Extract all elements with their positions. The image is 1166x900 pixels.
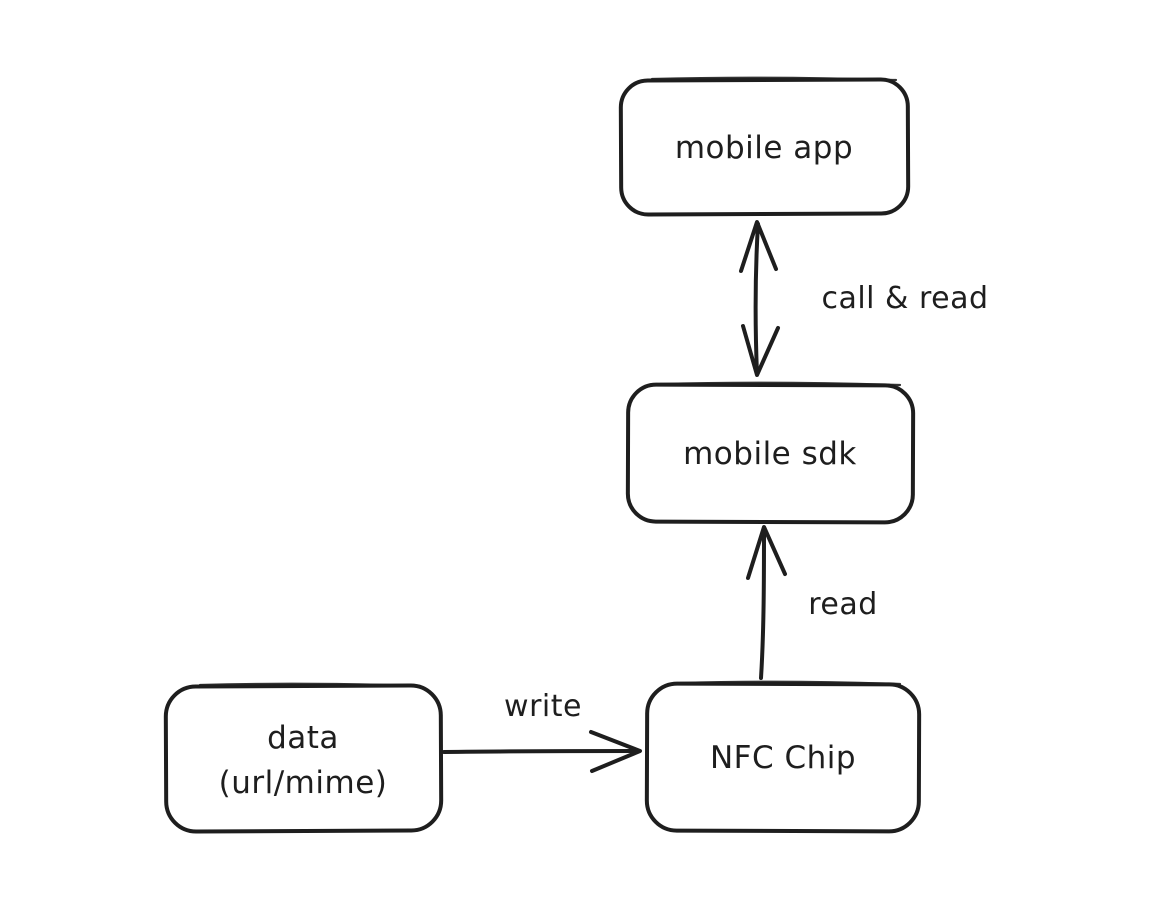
node-nfc-chip: NFC Chip — [644, 680, 922, 834]
edge-write-arrowhead — [589, 730, 642, 773]
node-nfc-chip-box — [644, 681, 922, 834]
edge-call-read: call & read — [739, 220, 988, 377]
edge-write-line — [442, 749, 638, 754]
node-mobile-app-box-echo — [650, 76, 898, 82]
node-data-box — [163, 683, 444, 834]
node-mobile-app-label: mobile app — [675, 130, 853, 166]
edge-call-read-arrowhead-top — [739, 220, 778, 273]
edge-write-label: write — [504, 689, 582, 724]
node-data: data (url/mime) — [163, 682, 444, 834]
edge-read: read — [746, 525, 878, 680]
node-data-box-echo — [198, 682, 422, 688]
node-data-label-line1: data — [267, 720, 339, 756]
edge-call-read-line — [753, 222, 760, 376]
edge-call-read-label: call & read — [821, 281, 988, 316]
node-mobile-sdk-label: mobile sdk — [683, 436, 857, 472]
node-nfc-chip-box-echo — [678, 680, 902, 686]
edge-read-line — [759, 527, 766, 680]
node-mobile-sdk-box-echo — [658, 381, 902, 387]
edge-read-arrowhead — [746, 525, 787, 580]
node-mobile-app-box — [618, 77, 911, 217]
node-data-label-line2: (url/mime) — [219, 765, 388, 801]
edge-call-read-arrowhead-bottom — [741, 324, 780, 377]
edge-write: write — [442, 689, 642, 773]
edge-read-label: read — [808, 587, 878, 622]
node-nfc-chip-label: NFC Chip — [710, 740, 856, 776]
node-mobile-sdk-box — [625, 382, 916, 525]
node-mobile-sdk: mobile sdk — [625, 381, 916, 525]
node-mobile-app: mobile app — [618, 76, 911, 217]
